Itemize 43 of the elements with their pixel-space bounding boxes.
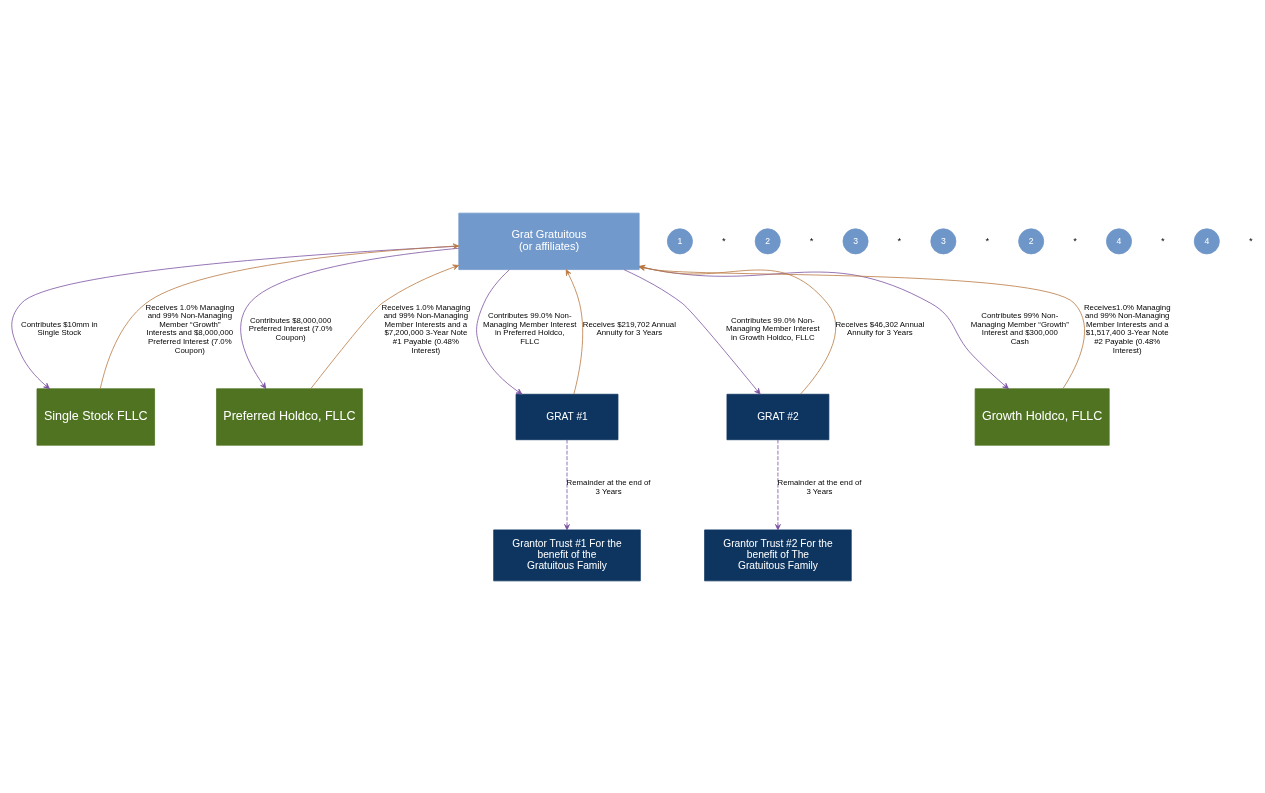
node-circle: 1 [666,227,693,254]
node-box: GRAT #1 [515,393,619,440]
edge-label: Contributes 99.0% Non-Managing Member Interest in Preferred Holdco, FLLC [482,310,577,346]
node-label: * [809,234,814,246]
node-circle: 2 [754,227,781,254]
arrow [240,247,460,389]
arrow [565,268,584,394]
edge-label: Contributes $10mm in Single Stock [21,319,98,337]
node-label: * [1161,234,1165,246]
edge-label: Receives $219,702 Annual Annuity for 3 Years [582,319,676,337]
edge-label: Remainder at the end of 3 Years [566,477,651,496]
arrow [476,268,523,395]
edge-label: Contributes 99.0% Non-Managing Member Interest in Growth Holdco, FLLC [726,315,820,342]
node-box: GRAT #2 [726,393,830,440]
arrow [564,438,570,530]
node-circle: 4 [1106,227,1132,254]
node-box: Grantor Trust #1 For the benefit of the Gratuitous Family [493,529,641,581]
arrow [310,264,459,389]
arrow [775,438,781,530]
node-label: * [722,234,726,246]
edge-label: Contributes $8,000,000 Preferred Interest (7.0% Coupon) [248,315,333,342]
node-circle: 3 [842,227,869,254]
node-label: * [897,234,902,246]
node-circle: 4 [1193,227,1220,254]
edge-label: Receives $46,302 Annual Annuity for 3 Years [835,319,925,337]
node-circle: 3 [930,227,957,254]
arrow [99,242,459,389]
arrow [623,268,761,394]
edge-label: Receives1.0% Managing and 99% Non-Managing Member Interests and a $1,517,400 3-Year Note #2 Payable (0.48% Interest) [1083,302,1171,355]
node-box: Grat Gratuitous (or affiliates) [458,212,640,270]
node-circle: 2 [1018,227,1045,254]
edge-label: Contributes 99% Non-Managing Member “Growth” Interest and $300,000 Cash [970,310,1069,346]
edge-label: Receives 1.0% Managing and 99% Non-Managing Member “Growth” Interests and $8,000,000 Preferred Interest (7.0% Coupon) [145,302,235,355]
edge-label: Remainder at the end of 3 Years [777,477,862,496]
arrow [11,245,459,389]
node-label: * [1073,234,1077,246]
node-label: * [1248,234,1253,246]
node-box: Growth Holdco, FLLC [974,387,1110,446]
node-box: Grantor Trust #2 For the benefit of The Gratuitous Family [704,529,852,581]
node-box: Preferred Holdco, FLLC [216,387,363,446]
edge-label: Receives 1.0% Managing and 99% Non-Managing Member Interests and a $7,200,000 3-Year Note #1 Payable (0.48% Interest) [381,302,471,355]
node-box: Single Stock FLLC [36,387,155,446]
node-label: * [985,234,990,246]
